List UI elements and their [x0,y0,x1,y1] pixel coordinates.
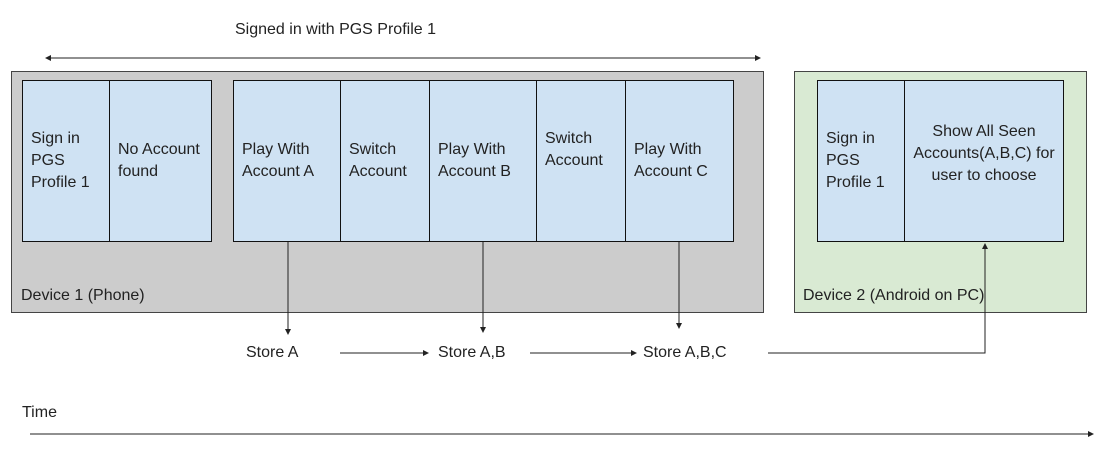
signed-in-label: Signed in with PGS Profile 1 [235,21,436,38]
time-label: Time [22,404,57,421]
step-sign-in-device-2: Sign in PGS Profile 1 [818,81,905,241]
step-show-accounts: Show All Seen Accounts(A,B,C) for user t… [913,123,1055,184]
step-switch-1: Switch Account [341,81,430,241]
store-ab: Store A,B [438,344,506,361]
step-no-account: No Account found [118,141,200,180]
device-1-group-2: Play With Account A Switch Account Play … [233,80,734,242]
arrow-store-to-device-2 [768,243,988,354]
device-2-group: Sign in PGS Profile 1 Show All Seen Acco… [817,80,1064,242]
step-play-a: Play With Account A [234,81,341,241]
store-a: Store A [246,344,299,361]
device-1-group-1: Sign in PGS Profile 1 No Account found [22,80,212,242]
step-play-b: Play With Account B [430,81,537,241]
device-1-label: Device 1 (Phone) [21,287,145,304]
step-switch-2: Switch Account [537,81,626,241]
device-2-label: Device 2 (Android on PC) [803,287,985,304]
step-play-c: Play With Account C [634,141,708,180]
step-sign-in: Sign in PGS Profile 1 [23,81,110,241]
store-abc: Store A,B,C [643,344,727,361]
